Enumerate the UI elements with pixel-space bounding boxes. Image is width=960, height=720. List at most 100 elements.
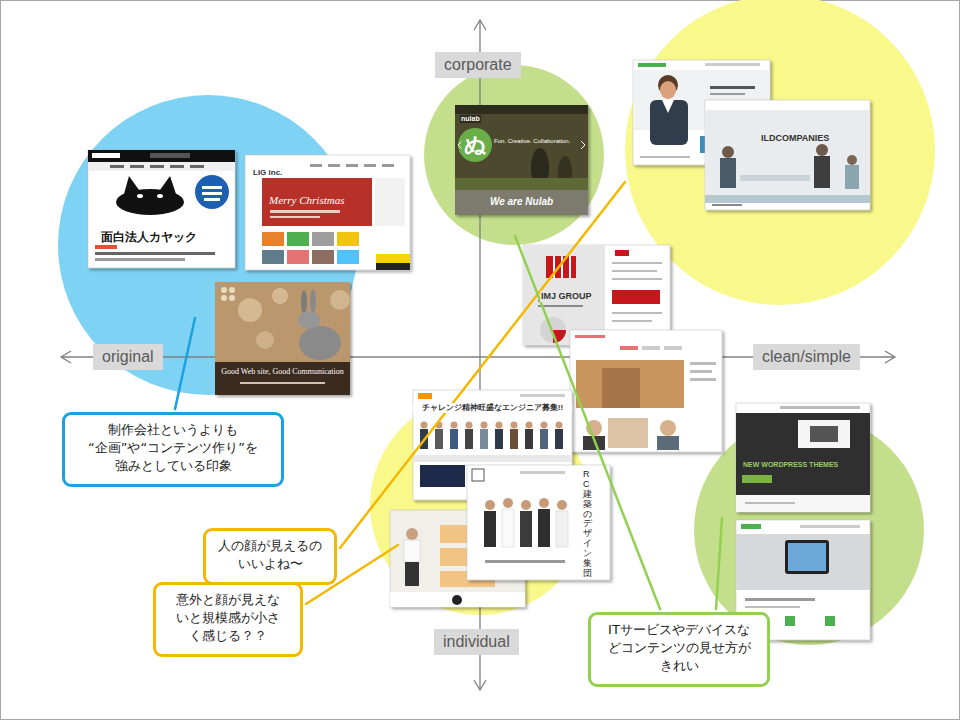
site-screenshot xyxy=(215,282,350,395)
person-head xyxy=(541,422,548,429)
badge-line xyxy=(202,186,222,189)
screenshot-nav-item xyxy=(642,346,660,350)
graphic-circle xyxy=(540,317,566,343)
screenshot-header xyxy=(88,150,235,162)
tablet-screen xyxy=(788,543,826,571)
logo-dot xyxy=(221,287,227,293)
person-body xyxy=(556,511,568,547)
thumbnail xyxy=(287,232,309,246)
axis-arrowhead xyxy=(61,351,71,363)
screenshot-header xyxy=(455,105,588,114)
screenshot-text-slot: ぬ xyxy=(461,131,489,159)
screenshot-nav-item xyxy=(364,164,376,167)
screenshot-line xyxy=(710,86,755,89)
screenshot-text-slot: チャレンジ精神旺盛なエンジニア募集!! xyxy=(413,403,572,413)
callout-box: 人の顔が見えるの いいよね〜 xyxy=(203,528,337,585)
screenshot-line xyxy=(95,258,185,261)
cat-logo xyxy=(116,189,184,215)
logo-dot xyxy=(221,295,227,301)
thumbnail xyxy=(262,232,284,246)
screenshot-line xyxy=(95,245,117,249)
mockup-inner xyxy=(810,426,838,442)
person-body xyxy=(484,511,496,547)
screenshot-search xyxy=(150,153,190,158)
axis-arrowhead xyxy=(474,20,486,30)
person-body xyxy=(510,429,518,449)
axis-label: individual xyxy=(443,632,510,652)
person-face xyxy=(660,81,676,99)
callout-text: 人の顔が見えるの いいよね〜 xyxy=(214,537,326,573)
person-head xyxy=(503,498,513,508)
badge-line xyxy=(204,198,220,201)
screenshot-text: Fun. Creative. Collaboration. xyxy=(493,138,571,145)
logo-dot xyxy=(229,287,235,293)
screenshot-line xyxy=(745,606,800,608)
screenshot-logo xyxy=(638,63,666,67)
screenshot-frame xyxy=(215,282,350,395)
site-screenshot xyxy=(705,100,870,210)
screenshot-text-slot: nulab xyxy=(460,106,481,125)
ad-banner xyxy=(376,263,410,270)
screenshot-frame xyxy=(467,465,610,580)
feature-icon xyxy=(785,616,795,626)
person-shirt xyxy=(662,100,674,113)
screenshot-line xyxy=(690,378,716,381)
seminar-badge xyxy=(612,290,660,304)
screenshot-text: Merry Christmas xyxy=(268,194,345,207)
screenshot-line xyxy=(95,252,215,255)
person-legs xyxy=(405,562,419,586)
screenshot-text-slot: ILDCOMPANIES xyxy=(760,126,830,145)
photo-area xyxy=(576,360,684,408)
axis-label: clean/simple xyxy=(762,347,851,367)
screenshot-nav-item xyxy=(382,164,394,167)
screenshot-text: NEW WORDPRESS THEMES xyxy=(742,461,839,469)
screenshot-line xyxy=(612,278,662,280)
callout-text: ITサービスやデバイスな どコンテンツの見せ方が きれい xyxy=(599,621,759,676)
person-body xyxy=(540,429,548,449)
leader-line xyxy=(175,318,195,409)
screenshot-line xyxy=(485,560,565,563)
person-head xyxy=(847,155,857,165)
caption-band xyxy=(455,190,588,215)
person-body xyxy=(814,156,830,188)
cat-eye xyxy=(157,194,163,198)
leader-line xyxy=(716,518,722,609)
person-head xyxy=(816,144,828,156)
axes xyxy=(61,20,895,690)
screenshot-nav-item xyxy=(110,165,124,168)
axis-label-box: original xyxy=(93,344,163,370)
bokeh xyxy=(272,288,288,304)
axis-arrowhead xyxy=(885,351,895,363)
caption-band xyxy=(215,362,350,395)
person-head xyxy=(557,500,567,510)
scroll-button xyxy=(452,595,462,605)
tablet xyxy=(785,540,829,574)
screenshot-text: We are Nulab xyxy=(455,196,588,208)
side-panel xyxy=(375,178,405,226)
screenshot-line xyxy=(745,502,795,504)
person-head xyxy=(556,422,563,429)
person-head xyxy=(526,422,533,429)
person-head xyxy=(481,422,488,429)
screenshot-text: nulab xyxy=(460,115,481,123)
person-body xyxy=(450,429,458,449)
person-head xyxy=(466,422,473,429)
screenshot-text-slot: NEW WORDPRESS THEMES xyxy=(742,452,839,471)
screenshot-text: LIG inc. xyxy=(252,168,283,178)
caption-line xyxy=(240,382,325,384)
screenshot-nav-item xyxy=(346,164,358,167)
photo-area xyxy=(608,418,648,448)
screenshot-frame xyxy=(705,100,870,210)
screenshot-logo xyxy=(741,524,761,529)
screenshot-text: IMJ GROUP xyxy=(540,291,593,302)
rabbit-body xyxy=(299,326,341,360)
button xyxy=(742,475,772,483)
person-head xyxy=(722,146,734,158)
screenshot-logo xyxy=(615,250,629,256)
screenshot-line xyxy=(538,305,583,307)
person-suit xyxy=(650,100,688,145)
screenshot-nav xyxy=(705,195,870,203)
screenshot-nav xyxy=(800,525,860,528)
